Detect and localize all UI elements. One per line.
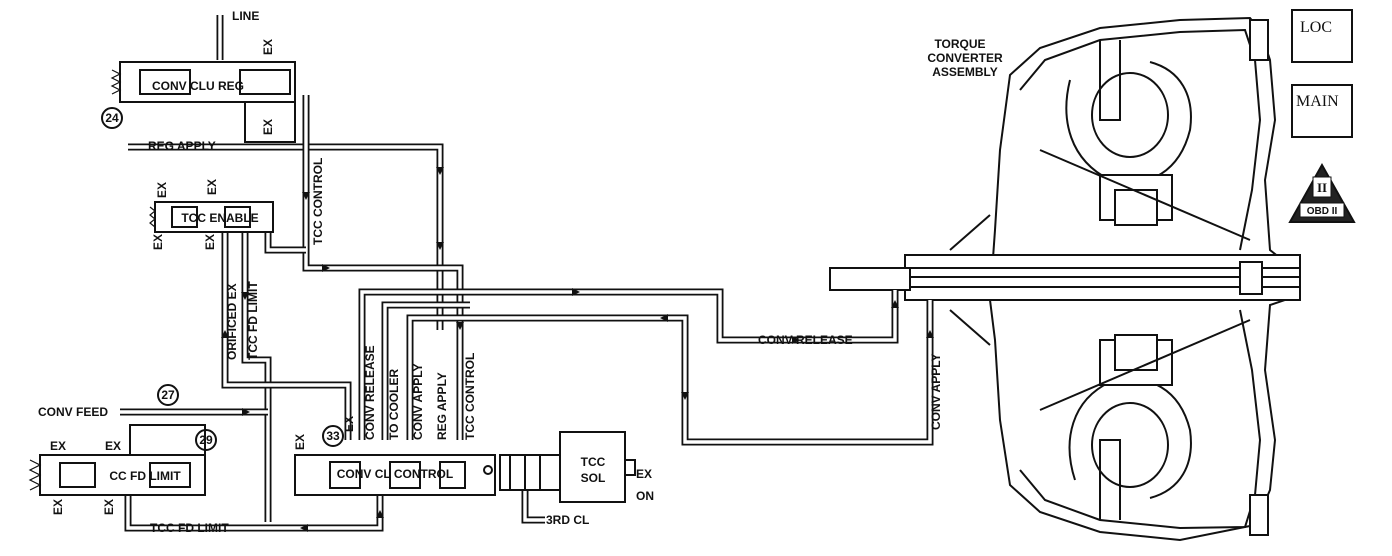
svg-text:24: 24 [105,111,119,125]
label-reg-apply-top: REG APPLY [148,139,216,153]
label-conv-apply-right: CONV APPLY [929,354,943,430]
label-cc-fd-limit: CC FD LIMIT [109,469,181,483]
label-torque-2: CONVERTER [927,51,1003,65]
label-ex-enable-4: EX [203,234,217,250]
label-tcc-sol-2: SOL [581,471,606,485]
conv-cl-control-valve [294,454,496,496]
label-tcc-fd-limit-bottom: TCC FD LIMIT [150,521,229,535]
label-conv-feed: CONV FEED [38,405,108,419]
label-ex-enable-3: EX [151,234,165,250]
label-line: LINE [232,9,259,23]
tcc-solenoid [499,431,636,503]
label-torque-1: TORQUE [934,37,985,51]
label-ex-clu-2: EX [261,119,275,135]
label-tcc-sol-1: TCC [581,455,606,469]
label-reg-apply-vertical: REG APPLY [435,372,449,440]
label-tcc-enable: TCC ENABLE [181,211,258,225]
svg-text:II: II [1317,180,1327,195]
obd-ii-icon[interactable]: II OBD II [1288,162,1356,223]
labels: LINE CONV CLU REG REG APPLY TCC ENABLE C… [38,9,1003,535]
label-ex-enable-2: EX [205,179,219,195]
label-ex-control-2: EX [342,416,356,432]
callout-27: 27 [157,384,179,406]
callouts: 24 27 29 33 [101,107,344,451]
svg-text:OBD II: OBD II [1307,206,1338,217]
label-ex-cc-4: EX [102,499,116,515]
label-torque-3: ASSEMBLY [932,65,998,79]
loc-icon[interactable]: LOC [1291,9,1353,63]
cc-fd-limit-valve [28,424,206,496]
svg-text:33: 33 [326,429,340,443]
label-to-cooler: TO COOLER [387,369,401,440]
label-ex-control-1: EX [293,434,307,450]
label-conv-release-horizontal: CONV RELEASE [758,333,853,347]
label-orificed-ex: ORIFICED EX [225,283,239,360]
torque-converter-assembly [829,16,1301,542]
label-conv-cl-control: CONV CL CONTROL [337,467,453,481]
callout-29: 29 [195,429,217,451]
hydraulic-passages [120,15,934,532]
label-tcc-control-upper: TCC CONTROL [311,158,325,245]
label-ex-cc-1: EX [50,439,66,453]
svg-text:27: 27 [161,388,175,402]
label-ex-cc-2: EX [105,439,121,453]
label-tcc-fd-limit-vertical: TCC FD LIMIT [246,281,260,360]
svg-text:MAIN: MAIN [1296,93,1339,110]
vertical-labels: EX EX TCC CONTROL EX EX EX EX ORIFICED E… [51,39,943,515]
label-ex-cc-3: EX [51,499,65,515]
svg-text:LOC: LOC [1300,19,1332,36]
label-ex-sol: EX [636,467,652,481]
svg-text:29: 29 [199,433,213,447]
label-conv-clu-reg: CONV CLU REG [152,79,244,93]
label-ex-enable-1: EX [155,182,169,198]
main-icon[interactable]: MAIN [1291,84,1353,138]
callout-33: 33 [322,425,344,447]
label-tcc-control-vertical: TCC CONTROL [463,353,477,440]
label-conv-release-vertical: CONV RELEASE [363,345,377,440]
label-conv-apply-vertical: CONV APPLY [411,364,425,440]
label-on: ON [636,489,654,503]
label-ex-clu-1: EX [261,39,275,55]
conv-clu-reg-valve [110,61,296,143]
tcc-enable-valve [149,201,274,233]
callout-24: 24 [101,107,123,129]
label-3rd-cl: 3RD CL [546,513,589,527]
flow-arrows [221,167,934,532]
